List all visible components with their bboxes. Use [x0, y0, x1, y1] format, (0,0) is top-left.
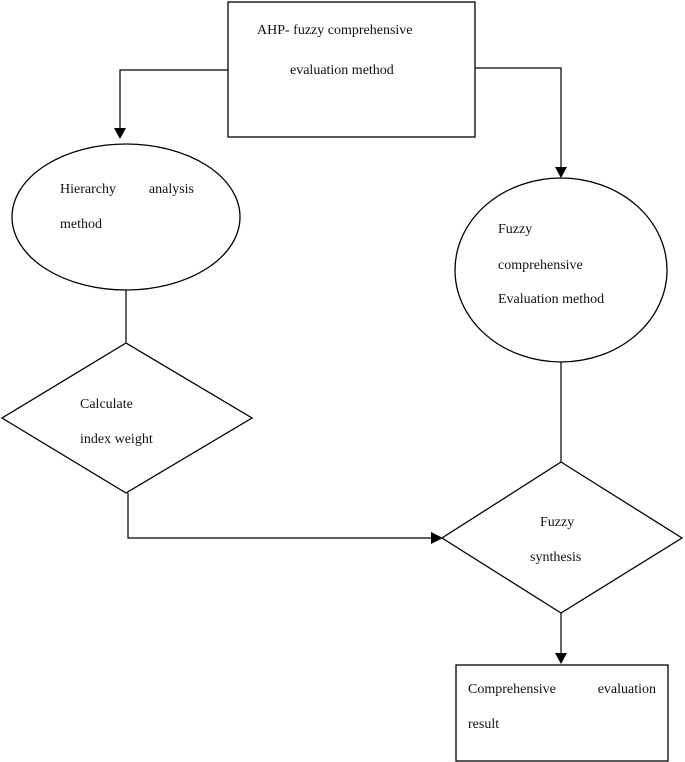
edge-root-to-hierarchy: [119, 69, 228, 129]
result-label-word2: evaluation: [597, 682, 656, 697]
calculate-label-line2: index weight: [80, 432, 153, 447]
fuzzy-method-label-line2: comprehensive: [498, 258, 583, 273]
result-label-line2: result: [468, 717, 500, 732]
edge-calculate-to-synthesis: [127, 493, 432, 539]
fuzzy-synthesis-diamond: [440, 461, 684, 614]
hierarchy-analysis-ellipse: [11, 143, 241, 291]
arrowhead-result: [555, 653, 567, 664]
root-method-box: [227, 1, 476, 138]
fuzzy-method-label-line3: Evaluation method: [498, 292, 605, 307]
hierarchy-label-word2: analysis: [148, 182, 194, 197]
result-box: [455, 664, 669, 762]
arrowhead-synthesis: [431, 532, 443, 544]
result-label-word1: Comprehensive: [468, 682, 556, 697]
synthesis-label-line2: synthesis: [530, 550, 582, 565]
hierarchy-label-line1: Hierarchy analysis: [60, 183, 194, 197]
result-label-line1: Comprehensive evaluation: [468, 683, 656, 697]
hierarchy-label-word1: Hierarchy: [60, 182, 116, 197]
root-label-line1: AHP- fuzzy comprehensive: [257, 23, 413, 38]
calculate-label-line1: Calculate: [80, 397, 133, 412]
root-label-line2: evaluation method: [290, 63, 394, 78]
edge-root-to-fuzzy-method: [475, 67, 562, 168]
hierarchy-label-line2: method: [60, 217, 102, 232]
fuzzy-method-label-line1: Fuzzy: [498, 222, 533, 237]
arrowhead-hierarchy: [114, 128, 126, 139]
synthesis-label-line1: Fuzzy: [540, 515, 575, 530]
arrowhead-fuzzy-method: [555, 167, 567, 178]
calculate-weight-diamond: [0, 342, 254, 494]
